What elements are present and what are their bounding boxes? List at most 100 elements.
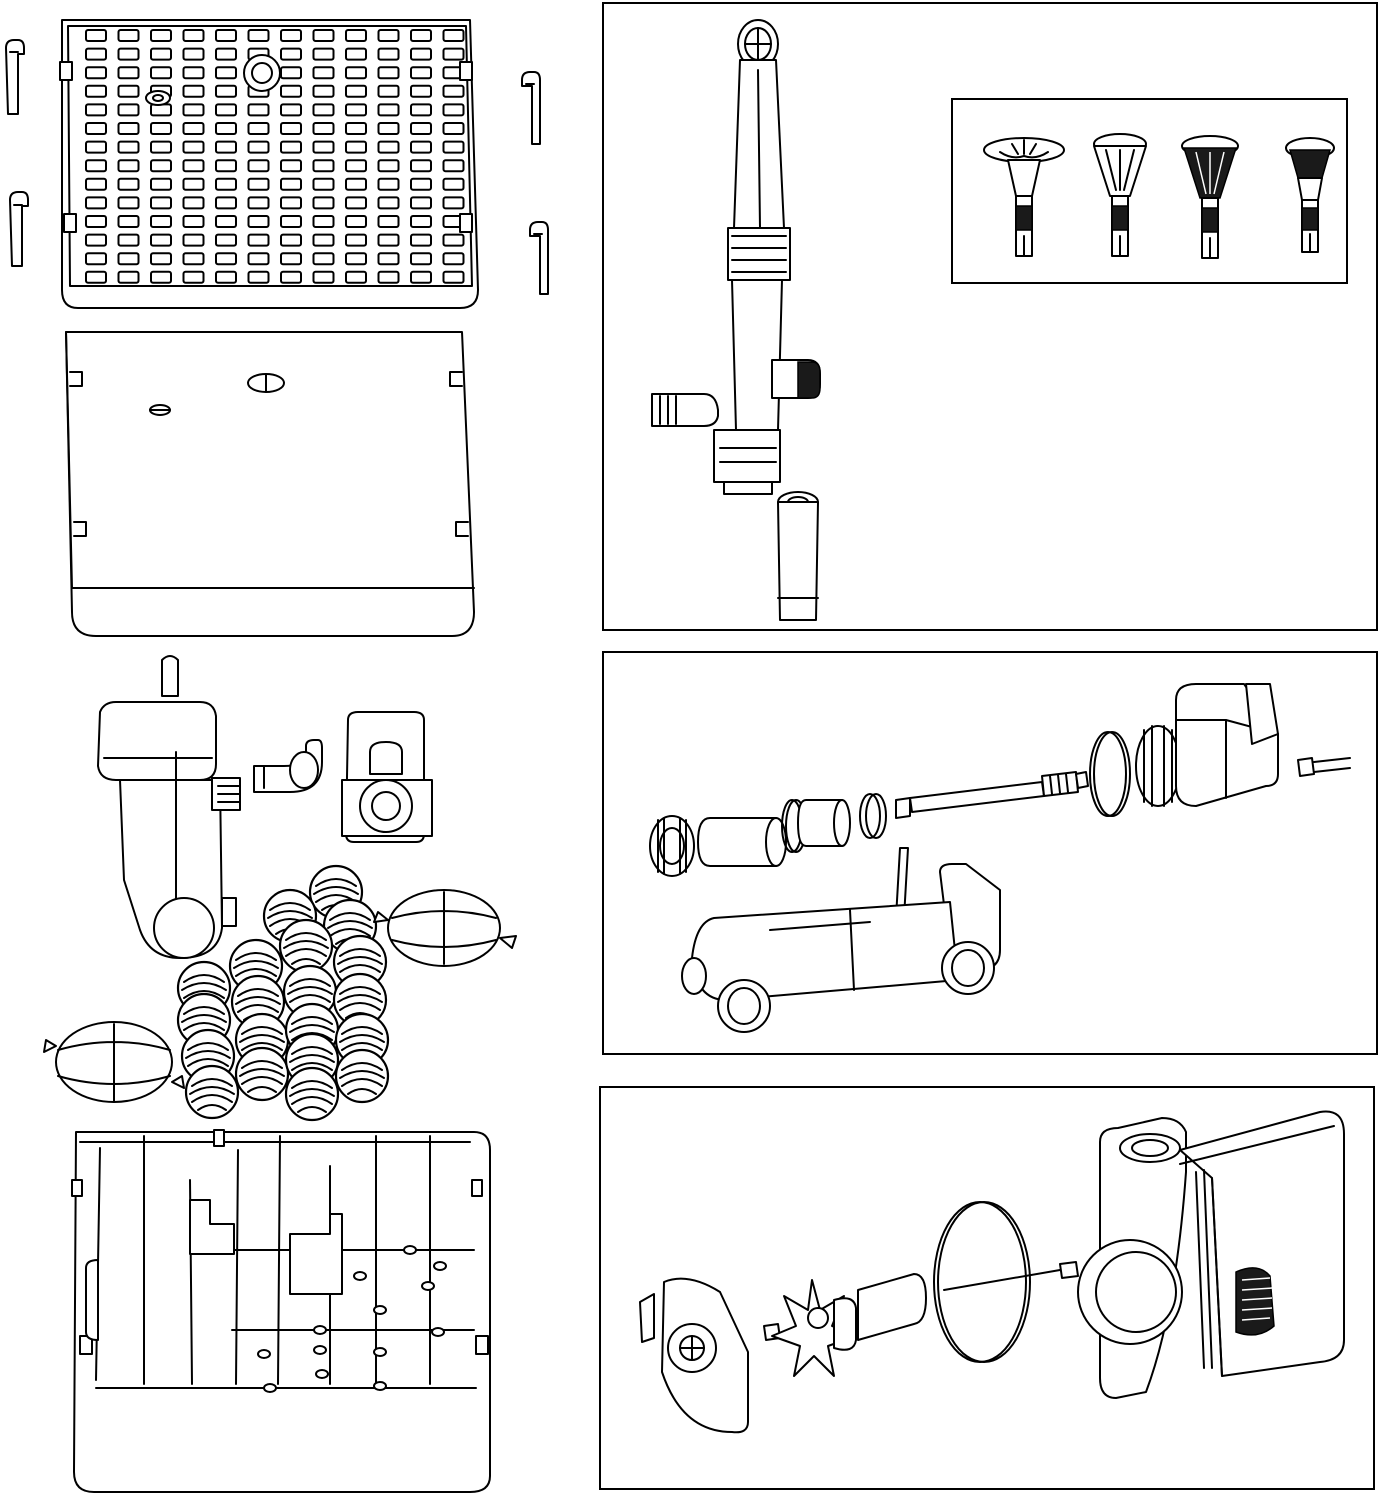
lid-hole bbox=[85, 215, 107, 228]
lid-hole bbox=[182, 66, 205, 80]
lid-hole bbox=[247, 122, 270, 135]
lid-hole bbox=[117, 47, 140, 61]
lid-hole bbox=[377, 66, 400, 80]
lid-hole bbox=[150, 215, 172, 228]
nozzle-option-small-cage bbox=[1285, 137, 1335, 253]
lid-clip-bottom-left bbox=[9, 191, 29, 267]
lid-hole bbox=[377, 159, 400, 173]
lid-clip-top-right bbox=[521, 71, 541, 145]
lid-hole bbox=[312, 270, 335, 284]
lid-hole bbox=[312, 233, 335, 247]
fountain-stem-tube bbox=[651, 19, 821, 495]
lid-hole bbox=[345, 233, 367, 247]
lid-hole bbox=[312, 66, 335, 80]
lid-hole bbox=[280, 66, 302, 80]
lid-hole bbox=[410, 215, 432, 228]
panel-uv-sterilizer-assembly bbox=[602, 651, 1378, 1055]
lid-hole bbox=[182, 159, 205, 173]
lid-hole bbox=[247, 215, 270, 228]
lid-hole bbox=[345, 270, 367, 284]
lid-hole bbox=[215, 215, 237, 228]
lid-hole bbox=[280, 177, 302, 191]
lid-hole bbox=[410, 47, 432, 61]
lid-hole bbox=[150, 140, 172, 154]
lid-hole bbox=[345, 215, 367, 228]
lid-clip-bottom-right bbox=[529, 221, 549, 295]
lid-hole bbox=[280, 215, 302, 228]
nozzle-options-box bbox=[951, 98, 1348, 284]
panel-pump-impeller-assembly bbox=[599, 1086, 1375, 1490]
lid-hole bbox=[85, 84, 107, 98]
lid-hole bbox=[117, 177, 140, 191]
impeller bbox=[771, 1273, 927, 1377]
tank-hole bbox=[431, 1327, 445, 1337]
lid-hole bbox=[410, 233, 432, 247]
lid-hole bbox=[377, 233, 400, 247]
nozzle-option-tulip bbox=[1093, 133, 1147, 257]
lid-hole bbox=[117, 215, 140, 228]
lid-hole bbox=[312, 103, 335, 117]
panel-fountain-nozzle-assembly bbox=[602, 2, 1378, 631]
tank-hole bbox=[373, 1381, 387, 1391]
bio-balls bbox=[176, 864, 390, 1122]
lid-hole bbox=[215, 122, 237, 135]
lid-hole bbox=[150, 233, 172, 247]
spout-tube bbox=[161, 655, 179, 697]
lid-hole bbox=[215, 196, 237, 210]
tank-hole bbox=[263, 1383, 277, 1393]
lid-hole bbox=[117, 29, 140, 42]
lid-hole bbox=[410, 270, 432, 284]
lid-hole bbox=[85, 233, 107, 247]
lid-hole bbox=[215, 177, 237, 191]
lid-hole bbox=[182, 252, 205, 266]
tank-hole bbox=[373, 1305, 387, 1315]
bio-ball bbox=[282, 964, 338, 1020]
sleeve-cap bbox=[797, 799, 851, 847]
tank-hole bbox=[403, 1245, 417, 1255]
lid-hole bbox=[410, 29, 432, 42]
lid-hole bbox=[345, 177, 367, 191]
lid-hole bbox=[247, 29, 270, 42]
lid-hole bbox=[182, 215, 205, 228]
lid-hole bbox=[280, 159, 302, 173]
lid-hole bbox=[117, 84, 140, 98]
lid-hole bbox=[442, 233, 465, 247]
lid-hole bbox=[247, 196, 270, 210]
uv-lamp-rod bbox=[895, 771, 1089, 819]
lid-clip-top-left bbox=[5, 39, 25, 115]
lid-hole bbox=[442, 270, 465, 284]
filter-bag-right bbox=[373, 889, 517, 967]
lid-hole bbox=[345, 140, 367, 154]
lid-hole bbox=[247, 233, 270, 247]
lid-hole bbox=[117, 66, 140, 80]
quartz-sleeve bbox=[697, 817, 787, 867]
lid-hole bbox=[377, 215, 400, 228]
lid-hole bbox=[247, 140, 270, 154]
tank-hole bbox=[315, 1369, 329, 1379]
bio-ball bbox=[278, 918, 334, 974]
lid-hole bbox=[377, 177, 400, 191]
lid-hole bbox=[150, 122, 172, 135]
lid-hole bbox=[280, 103, 302, 117]
lid-hole bbox=[442, 140, 465, 154]
lid-hole bbox=[410, 122, 432, 135]
tank-hole bbox=[373, 1347, 387, 1357]
lid-hole bbox=[85, 103, 107, 117]
lid-hole bbox=[312, 177, 335, 191]
lid-hole bbox=[442, 84, 465, 98]
lid-hole bbox=[182, 84, 205, 98]
lid-hole bbox=[117, 196, 140, 210]
lid-hole bbox=[280, 29, 302, 42]
lid-hole bbox=[150, 29, 172, 42]
lid-hole bbox=[410, 159, 432, 173]
tank-hole bbox=[421, 1281, 435, 1291]
pump-shaft bbox=[943, 1261, 1079, 1291]
lid-hole bbox=[442, 196, 465, 210]
large-o-ring bbox=[1089, 731, 1131, 817]
lid-hole bbox=[312, 196, 335, 210]
lid-hole bbox=[150, 66, 172, 80]
lid-hole bbox=[215, 140, 237, 154]
lid-hole bbox=[345, 84, 367, 98]
pump-o-ring bbox=[933, 1201, 1031, 1363]
